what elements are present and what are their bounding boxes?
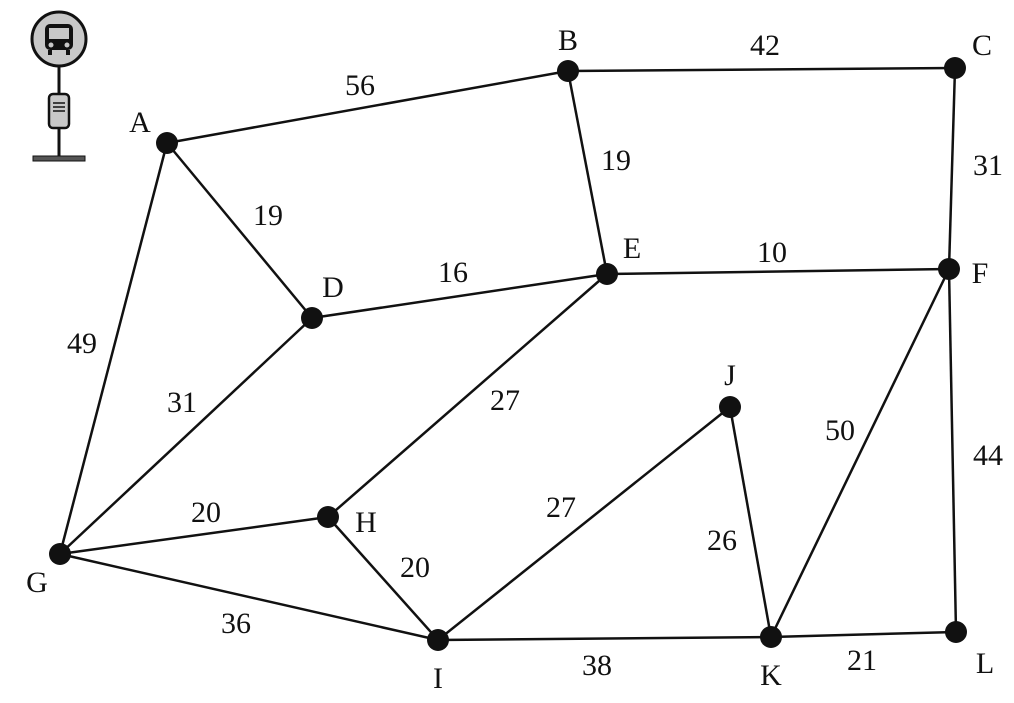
edge-B-C [567,66,956,73]
node-J [719,396,741,418]
edge-I-J [437,406,731,641]
node-K [760,626,782,648]
edge-weight-H-I: 20 [400,551,430,584]
edge-weight-A-B: 56 [345,69,375,102]
node-label-G: G [26,566,48,599]
edge-D-E [311,272,608,320]
edge-A-D [166,142,313,319]
node-label-L: L [976,647,994,680]
edge-F-L [947,268,958,633]
edge-H-I [327,516,439,641]
edge-C-F [947,67,957,270]
node-A [156,132,178,154]
edge-weight-B-E: 19 [601,144,631,177]
edge-weight-B-C: 42 [750,29,780,62]
edge-weight-K-L: 21 [847,644,877,677]
edge-weight-F-K: 50 [825,414,855,447]
node-label-F: F [972,257,989,290]
node-label-E: E [623,232,641,265]
node-label-D: D [322,271,344,304]
node-label-H: H [355,506,377,539]
node-H [317,506,339,528]
node-label-I: I [433,662,443,695]
edge-E-H [327,273,608,518]
edge-weight-E-F: 10 [757,236,787,269]
edge-weight-A-D: 19 [253,199,283,232]
edge-J-K [728,406,773,638]
node-label-K: K [760,659,782,692]
edge-weight-J-K: 26 [707,524,737,557]
node-C [944,57,966,79]
edge-weight-G-H: 20 [191,496,221,529]
edge-weight-I-K: 38 [582,649,612,682]
node-B [557,60,579,82]
edge-G-H [59,515,329,556]
edge-F-K [769,268,951,638]
edge-weight-E-H: 27 [490,384,520,417]
node-label-A: A [129,106,151,139]
edge-I-K [437,635,772,642]
node-label-B: B [558,24,578,57]
edge-D-G [59,317,313,555]
edge-A-B [166,69,569,145]
edge-weight-F-L: 44 [973,439,1003,472]
node-D [301,307,323,329]
edge-weight-D-G: 31 [167,386,197,419]
edge-weight-C-F: 31 [973,149,1003,182]
edge-B-E [566,70,609,275]
edge-weight-G-I: 36 [221,607,251,640]
node-G [49,543,71,565]
edge-G-I [59,552,439,642]
edge-weight-D-E: 16 [438,256,468,289]
edge-K-L [770,630,957,639]
edge-E-F [606,267,950,276]
node-label-J: J [724,359,736,392]
edge-weight-I-J: 27 [546,491,576,524]
node-E [596,263,618,285]
edge-weight-A-G: 49 [67,327,97,360]
node-I [427,629,449,651]
node-F [938,258,960,280]
edge-A-G [58,142,169,555]
node-L [945,621,967,643]
bus-stop-icon [30,10,88,162]
node-label-C: C [972,29,992,62]
